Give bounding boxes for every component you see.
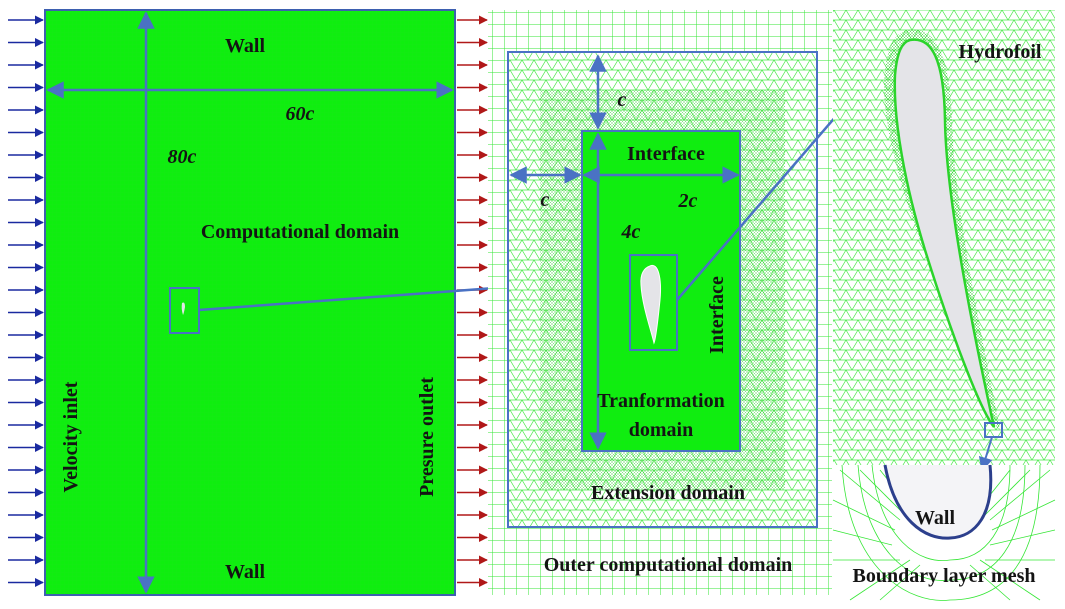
pressure-outlet-arrows [457,15,488,587]
wall-bottom-label: Wall [225,561,265,583]
width-dimension-label: 60c [286,103,315,125]
pressure-outlet-label: Presure outlet [416,377,438,497]
boundary-wall-label: Wall [915,507,955,529]
velocity-inlet-arrows [8,15,44,587]
transformation-domain-label-1: Tranformation [597,390,724,412]
boundary-layer-wall-fill [885,465,991,539]
wall-top-label: Wall [225,35,265,57]
dim-c-left-label: c [541,189,550,211]
velocity-inlet-label: Velocity inlet [60,381,82,492]
zoom-connector-arrow-3 [978,436,993,472]
dim-2c-label: 2c [678,190,698,212]
mesh-zoom-panel: c Interface c 2c 4c Interface Tranformat… [488,10,832,595]
hydrofoil-shape [893,38,996,428]
interface-top-label: Interface [627,143,705,165]
hydrofoil-mid [640,264,661,345]
hydrofoil-detail-panel: Hydrofoil Wall Boundary layer mesh [832,10,1056,601]
boundary-layer-wall-curve [883,464,993,540]
boundary-layer-mesh-rings [841,464,1041,601]
interface-right-label: Interface [706,276,728,354]
boundary-layer-mesh-radial [832,469,1056,601]
zoom-connector-arrow-1 [198,279,510,312]
dim-4c-label: 4c [621,221,641,243]
extension-domain-label: Extension domain [591,482,745,504]
dim-c-top-label: c [618,89,627,111]
computational-domain-label: Computational domain [201,221,399,243]
zoom-box-small [169,287,200,334]
height-dimension-label: 80c [168,146,197,168]
boundary-layer-mesh-label: Boundary layer mesh [853,565,1036,587]
hydrofoil-zoom-box [629,254,678,351]
tiny-hydrofoil [181,302,185,315]
hydrofoil-label: Hydrofoil [959,41,1042,63]
computational-domain-panel: Wall Wall 60c 80c Computational domain V… [8,9,488,596]
transformation-domain-label-2: domain [629,419,693,441]
trailing-edge-zoom-box [984,422,1003,438]
zoom-connector-arrow-2 [676,90,859,301]
computational-domain-fine-mesh [45,10,455,595]
outer-computational-domain-label: Outer computational domain [544,554,793,576]
